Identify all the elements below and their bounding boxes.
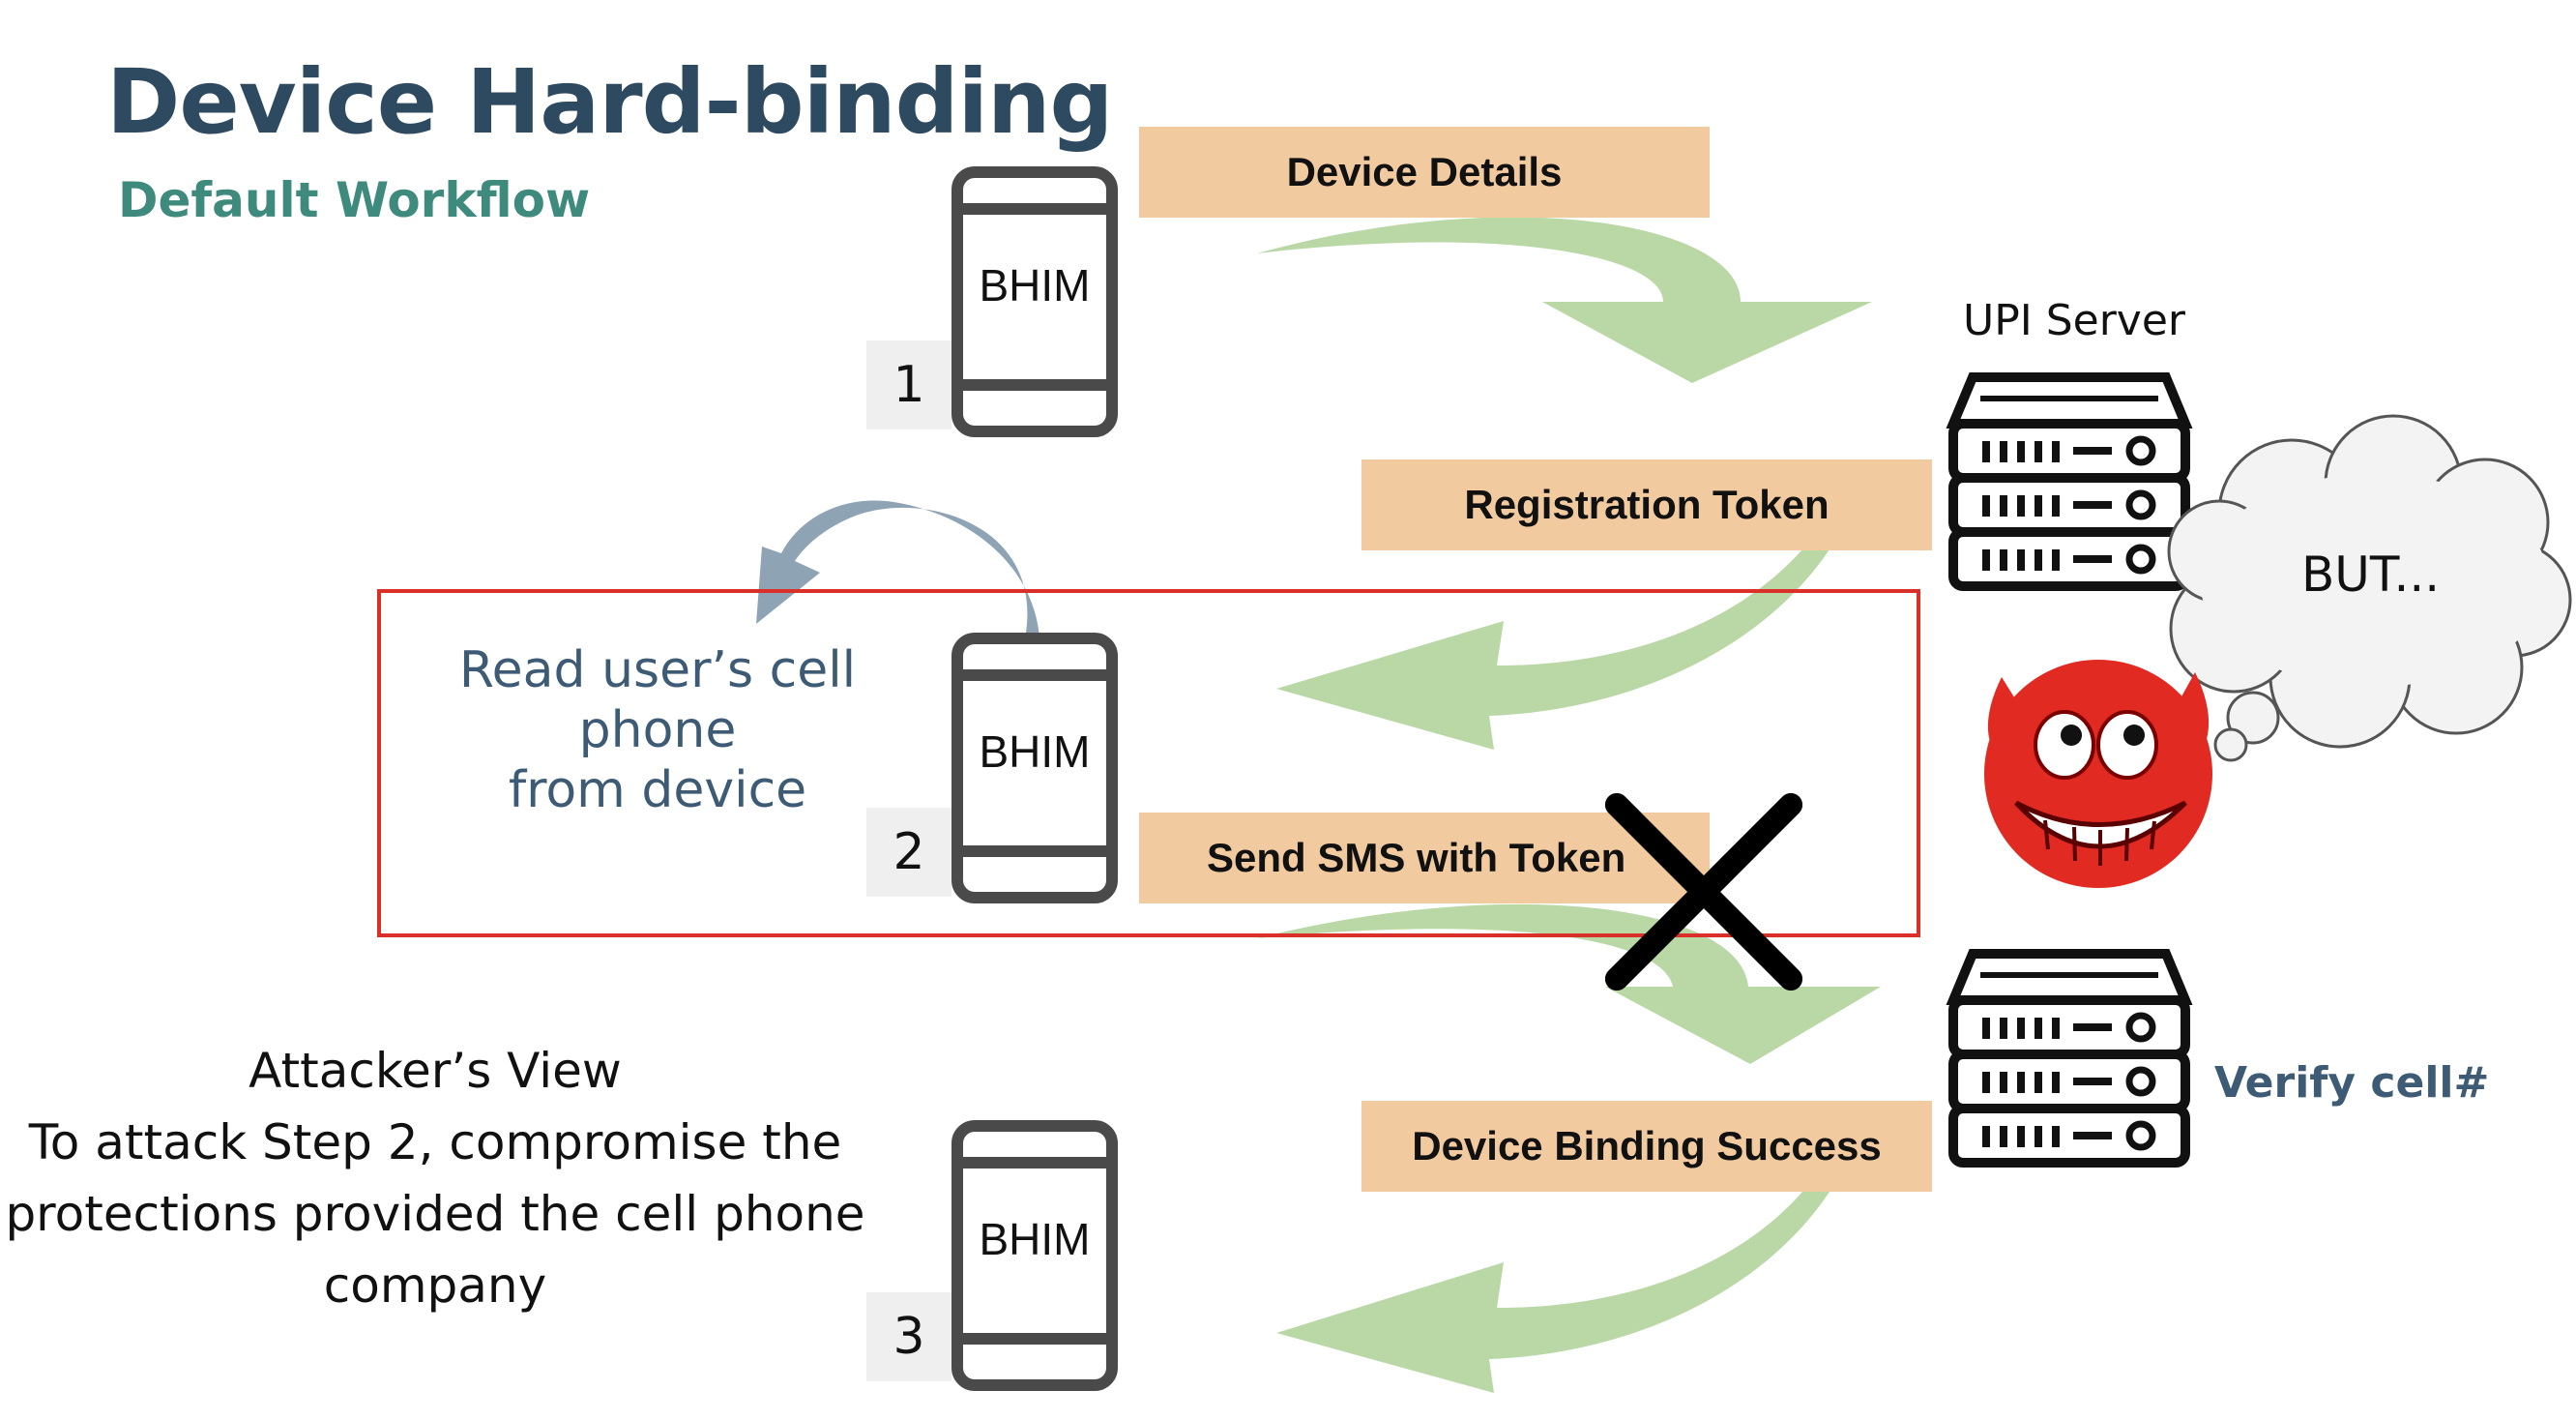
page-subtitle: Default Workflow	[118, 172, 591, 228]
arrow-binding-success	[1276, 1192, 1830, 1393]
arrow-send-sms	[1257, 903, 1881, 1064]
attacker-line-2: protections provided the cell phone	[5, 1186, 865, 1242]
server-icon	[1946, 949, 2193, 1168]
phone-icon	[951, 633, 1118, 903]
attacker-line-1: To attack Step 2, compromise the	[28, 1114, 842, 1170]
verify-label: Verify cell#	[2214, 1058, 2490, 1108]
arrow-registration-token	[1276, 549, 1830, 750]
step-1-badge: 1	[866, 340, 951, 429]
phone-1-label: BHIM	[979, 260, 1091, 311]
step-2-badge: 2	[866, 808, 951, 897]
thought-cloud-icon	[2167, 414, 2572, 762]
binding-success-label: Device Binding Success	[1361, 1101, 1932, 1192]
step-3-badge: 3	[866, 1292, 951, 1381]
devil-emoji-icon	[1984, 660, 2212, 888]
attacker-line-3: company	[323, 1257, 547, 1314]
server-label: UPI Server	[1963, 296, 2185, 345]
device-details-label: Device Details	[1139, 127, 1710, 218]
attacker-heading: Attacker’s View	[249, 1043, 622, 1099]
arrow-device-details	[1257, 217, 1872, 383]
send-sms-label: Send SMS with Token	[1139, 813, 1710, 903]
phone-3-label: BHIM	[979, 1214, 1091, 1264]
phone-2-label: BHIM	[979, 726, 1091, 777]
registration-token-label: Registration Token	[1361, 459, 1932, 550]
cloud-text: BUT...	[2301, 547, 2441, 603]
page-title: Device Hard-binding	[106, 50, 1113, 154]
arrow-read-phone	[756, 500, 1039, 638]
attacker-view: Attacker’s View To attack Step 2, compro…	[0, 1035, 870, 1321]
read-phone-line-2: from device	[508, 761, 807, 819]
phone-icon	[951, 166, 1118, 437]
highlight-frame	[377, 589, 1920, 937]
read-phone-line-1: Read user’s cell phone	[458, 641, 857, 759]
server-icon	[1946, 372, 2193, 591]
phone-icon	[951, 1120, 1118, 1391]
read-phone-note: Read user’s cell phone from device	[382, 640, 933, 820]
cross-mark-overlay	[1605, 793, 1802, 991]
